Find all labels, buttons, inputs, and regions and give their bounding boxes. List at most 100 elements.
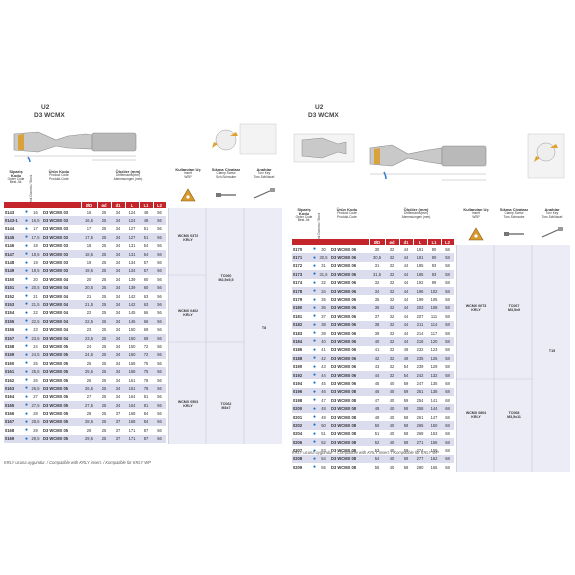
dim-L-cell: 247 [413,379,427,388]
dim-d-cell: 40 [385,412,399,422]
insert-block-2-code: WCMX 0402 [177,309,199,313]
order-code-cell: 0208 [292,454,312,464]
product-code-cell: D3 WCMX 08 [330,463,369,472]
dim-L-cell: 161 [125,375,139,385]
order-code-cell: 0152 [4,291,24,301]
order-code-cell: 0162 [4,375,24,385]
dim-D-cell: 19,5 [81,266,97,276]
screw-icon [504,232,524,236]
stock-dot-icon: ● [312,396,317,405]
dim-L1-cell: 75 [139,359,153,368]
dim-d-cell: 25 [97,266,111,276]
block-dividers [168,208,245,444]
order-code-cell: 0144 [4,224,24,234]
dim-L-cell: 142 [125,300,139,309]
header-product-code-title: Ürün Kodu [48,169,70,174]
dim-L-cell: 158 [125,367,139,376]
dim-L1-cell: 144 [427,404,441,413]
dim-D-cell: 29 [81,426,97,435]
dim-d-cell: 25 [97,275,111,284]
product-code-cell: D3 WCMX 06 [330,245,369,254]
order-code-cell: 0166 [4,409,24,418]
stock-dot-icon: ● [312,303,317,313]
header-dimensions-sub2: Abmessungen (mm) [401,214,431,219]
dim-L-cell: 139 [125,275,139,284]
header-torx-key-sub1: Torx Key [545,210,559,215]
dim-L-cell: 185 [413,261,427,271]
dim-L1-cell: 120 [427,337,441,346]
header-order-code-sub1: Order Code [7,176,25,181]
dim-L2-cell: 56 [153,208,166,217]
dim-d-cell: 32 [385,354,399,363]
header-insert: Kullanılan Uç Insert WSP [458,208,494,219]
key-block: T8 [246,326,282,330]
product-code-cell: D3 WCMX 04 [42,308,81,318]
header-insert-title: Kullanılan Uç [463,207,489,212]
dim-L1-cell: 69 [139,325,153,334]
order-code-cell: 0172 [292,261,312,271]
order-code-cell: 0146 [4,241,24,250]
dim-d1-cell: 59 [399,463,413,472]
dim-L2-cell: 58 [441,362,454,371]
dim-L2-cell: 68 [441,446,454,455]
stock-dot-icon: ● [312,278,317,287]
dim-d1-cell: 44 [399,312,413,321]
header-product-code: Ürün Kodu Product Code Produkt-Code [324,208,370,219]
header-torx-key-sub2: Torx-Schlüssel [541,214,563,219]
dim-D-cell: 24 [81,342,97,351]
series-line2: D3 WCMX [308,112,339,119]
order-code-cell: 0179 [292,295,312,304]
stock-dot-icon: ● [24,291,29,301]
product-code-cell: D3 WCMX 06 [330,328,369,338]
insert-block-3: WCMX 0503 KRLY [170,400,206,409]
dim-header-L2: L2 [441,239,455,245]
dim-d1-cell: 34 [111,317,125,326]
dim-L-cell: 277 [413,454,427,464]
order-code-cell: 0183 [292,328,312,338]
order-code-cell: 0165 [4,400,24,410]
dim-d-cell: 40 [385,396,399,405]
dim-L2-cell: 56 [153,308,166,318]
dim-L-cell: 239 [413,362,427,371]
stock-dot-icon: ● [312,328,317,338]
dim-D-cell: 54 [369,454,385,464]
dim-d1-cell: 34 [111,224,125,234]
insert-block-1-code: WCMX 06T3 [465,304,487,308]
screw-block-3: TC062 M3x7 [208,402,244,411]
dim-d-cell: 40 [385,387,399,397]
stock-dot-icon: ● [24,325,29,334]
stock-dot-icon: ● [312,320,317,329]
dim-D-cell: 16,5 [81,216,97,225]
diameter-cell: 52 [317,437,330,447]
dim-L2-cell: 56 [153,384,166,393]
dim-L1-cell: 72 [139,350,153,360]
stock-dot-icon: ● [312,245,317,254]
order-code-cell: 0178 [292,286,312,296]
dim-d-cell: 25 [97,241,111,250]
dim-d1-cell: 34 [111,283,125,292]
product-code-cell: D3 WCMX 06 [330,253,369,262]
dim-D-cell: 22,5 [81,317,97,326]
order-code-cell: 0150 [4,275,24,284]
dim-D-cell: 45 [369,379,385,388]
product-code-cell: D3 WCMX 03 [42,258,81,267]
stock-dot-icon: ● [24,342,29,351]
dim-d1-cell: 44 [399,320,413,329]
stock-dot-icon: ● [312,421,317,430]
header-torx-key-sub1: Torx Key [257,170,271,175]
diameter-cell: 18,5 [29,249,42,259]
stock-dot-icon: ● [24,384,29,393]
dim-L-cell: 134 [125,258,139,267]
header-product-code: Ürün Kodu Product Code Produkt-Code [36,170,82,181]
